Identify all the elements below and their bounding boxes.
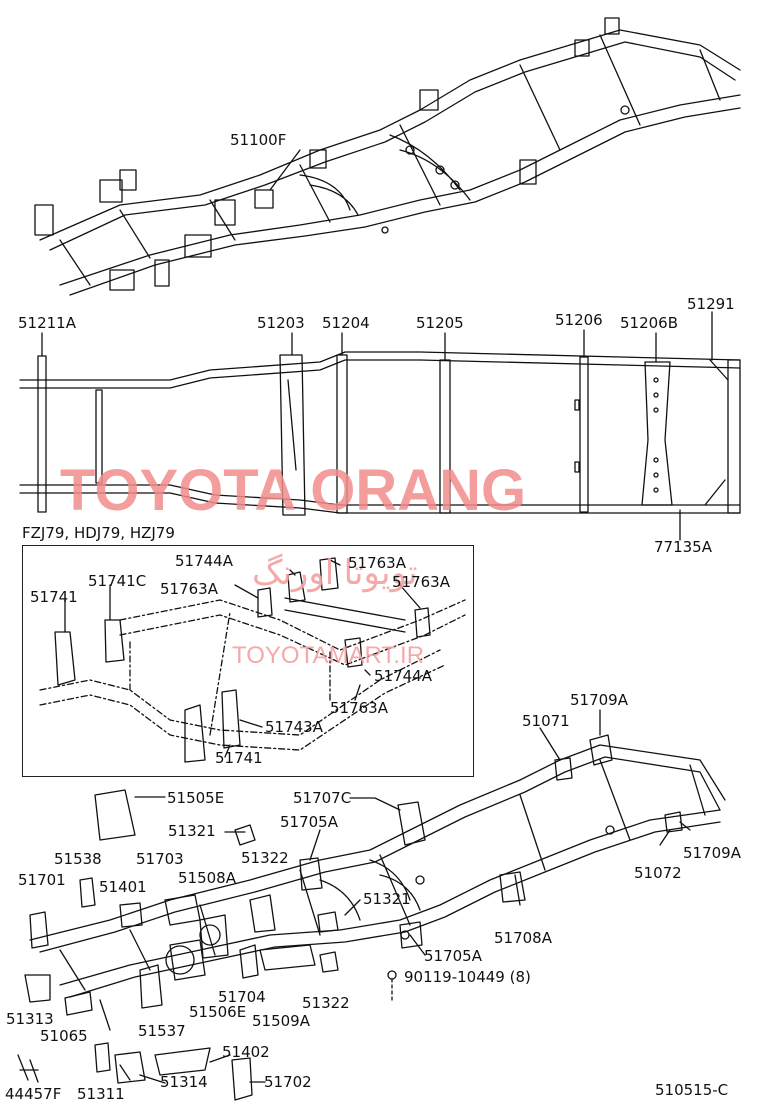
- part-label-51705a-upper[interactable]: 51705A: [280, 813, 338, 831]
- part-label-51538[interactable]: 51538: [54, 850, 102, 868]
- part-label-51313[interactable]: 51313: [6, 1010, 54, 1028]
- part-label-bolt-90119[interactable]: 90119-10449 (8): [404, 968, 531, 986]
- part-label-51508a[interactable]: 51508A: [178, 869, 236, 887]
- part-label-51206[interactable]: 51206: [555, 311, 603, 329]
- part-label-51743a[interactable]: 51743A: [265, 718, 323, 736]
- watermark-site: TOYOTAMART.IR: [232, 642, 425, 669]
- part-label-51321-lower[interactable]: 51321: [363, 890, 411, 908]
- watermark-text: TOYOTA ORANG: [60, 458, 527, 523]
- figure-code: 510515-C: [655, 1081, 729, 1099]
- part-label-51537[interactable]: 51537: [138, 1022, 186, 1040]
- part-label-51707c[interactable]: 51707C: [293, 789, 352, 807]
- part-label-51763a-upper[interactable]: 51763A: [348, 554, 406, 572]
- part-label-51763a-right[interactable]: 51763A: [392, 573, 450, 591]
- part-label-51703[interactable]: 51703: [136, 850, 184, 868]
- part-label-51763a-left[interactable]: 51763A: [160, 580, 218, 598]
- part-label-51505e[interactable]: 51505E: [167, 789, 225, 807]
- part-label-51763a-lower[interactable]: 51763A: [330, 699, 388, 717]
- frame-assembly-top: [34, 17, 741, 296]
- part-label-51065[interactable]: 51065: [40, 1027, 88, 1045]
- part-label-51741-upper[interactable]: 51741: [30, 588, 78, 606]
- part-label-77135a[interactable]: 77135A: [654, 538, 712, 556]
- part-label-51203[interactable]: 51203: [257, 314, 305, 332]
- part-label-51509a[interactable]: 51509A: [252, 1012, 310, 1030]
- part-label-51705a-lower[interactable]: 51705A: [424, 947, 482, 965]
- part-label-51701[interactable]: 51701: [18, 871, 66, 889]
- part-label-51402[interactable]: 51402: [222, 1043, 270, 1061]
- part-label-51401[interactable]: 51401: [99, 878, 147, 896]
- part-label-51100f[interactable]: 51100F: [230, 131, 287, 149]
- part-label-51072[interactable]: 51072: [634, 864, 682, 882]
- part-label-44457f[interactable]: 44457F: [5, 1085, 62, 1103]
- part-label-51071[interactable]: 51071: [522, 712, 570, 730]
- part-label-51744a-upper[interactable]: 51744A: [175, 552, 233, 570]
- part-label-51314[interactable]: 51314: [160, 1073, 208, 1091]
- part-label-51311[interactable]: 51311: [77, 1085, 125, 1103]
- frame-plan-view: [19, 311, 741, 541]
- inset-box: [22, 545, 474, 777]
- part-label-51204[interactable]: 51204: [322, 314, 370, 332]
- part-label-51506e[interactable]: 51506E: [189, 1003, 247, 1021]
- part-label-51741-lower[interactable]: 51741: [215, 749, 263, 767]
- part-label-51744a-lower[interactable]: 51744A: [374, 667, 432, 685]
- part-label-51321-upper[interactable]: 51321: [168, 822, 216, 840]
- frame-assembly-bottom: [17, 709, 726, 1101]
- watermark-arabic: تويوتا اورنگ: [252, 554, 418, 592]
- part-label-51702[interactable]: 51702: [264, 1073, 312, 1091]
- inset-brackets: [54, 557, 431, 763]
- part-label-51709a-lower[interactable]: 51709A: [683, 844, 741, 862]
- model-note: FZJ79, HDJ79, HZJ79: [22, 524, 175, 542]
- part-label-51322-upper[interactable]: 51322: [241, 849, 289, 867]
- part-label-51704[interactable]: 51704: [218, 988, 266, 1006]
- part-label-51205[interactable]: 51205: [416, 314, 464, 332]
- inset-drawing: [39, 599, 466, 751]
- part-label-51206b[interactable]: 51206B: [620, 314, 679, 332]
- part-label-51709a-upper[interactable]: 51709A: [570, 691, 628, 709]
- part-label-51211a[interactable]: 51211A: [18, 314, 76, 332]
- part-label-51291[interactable]: 51291: [687, 295, 735, 313]
- part-label-51322-lower[interactable]: 51322: [302, 994, 350, 1012]
- part-label-51708a[interactable]: 51708A: [494, 929, 552, 947]
- part-label-51741c[interactable]: 51741C: [88, 572, 147, 590]
